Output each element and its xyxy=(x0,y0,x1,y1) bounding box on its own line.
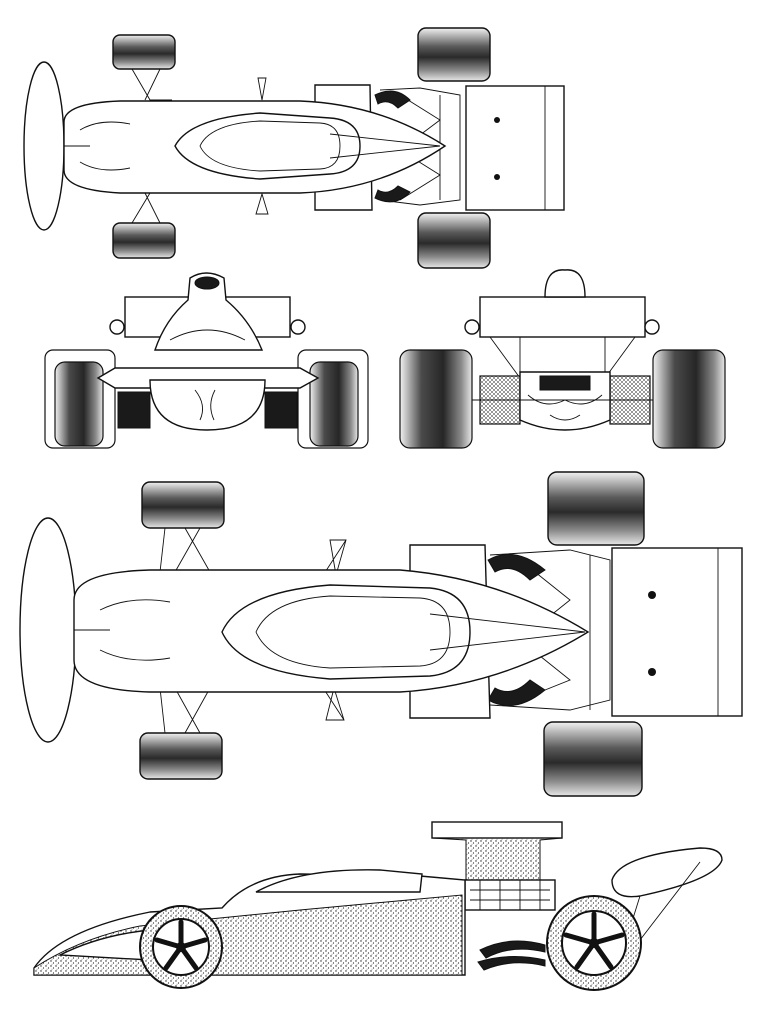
rear-left-tyre xyxy=(547,471,645,546)
mirror-right xyxy=(290,319,306,335)
rear-right-tyre xyxy=(652,349,726,449)
gearbox-top xyxy=(539,375,591,391)
wing-bolt xyxy=(648,668,656,676)
cockpit-opening xyxy=(199,120,341,172)
exhaust-side xyxy=(477,940,546,971)
front-view xyxy=(44,272,369,449)
rear-wing xyxy=(465,85,565,211)
front-right-tyre xyxy=(112,222,176,259)
front-suspension xyxy=(131,68,172,224)
rear-wing xyxy=(611,547,743,717)
engine-cover xyxy=(429,613,586,651)
engine-block xyxy=(464,879,556,911)
airbox-rear xyxy=(544,269,586,298)
rear-right-tyre xyxy=(543,721,643,797)
rear-left-tyre xyxy=(417,27,491,82)
top-view-large xyxy=(19,471,743,797)
cockpit xyxy=(221,584,471,680)
nose-detail xyxy=(64,121,131,171)
front-right-tyre xyxy=(309,361,359,447)
engine-detail xyxy=(470,880,550,910)
nose-detail xyxy=(194,389,216,421)
airbox xyxy=(154,272,264,351)
nose-cone-front xyxy=(149,379,266,431)
front-left-tyre xyxy=(112,34,176,70)
mirrors xyxy=(317,539,347,721)
cockpit xyxy=(174,112,361,180)
rear-view xyxy=(399,269,726,449)
exhaust-pipes xyxy=(487,553,546,707)
nose-detail xyxy=(74,599,171,661)
wing-struts xyxy=(489,336,636,379)
airbox-inlet xyxy=(194,276,220,290)
mirror-left xyxy=(109,319,125,335)
front-wing xyxy=(19,517,77,743)
front-right-tyre xyxy=(139,732,223,780)
front-left-tyre xyxy=(141,481,225,529)
wing-bolt xyxy=(494,117,500,123)
side-view xyxy=(33,821,723,991)
front-left-tyre xyxy=(54,361,104,447)
mirror-right xyxy=(644,319,660,335)
top-view xyxy=(23,27,565,269)
cockpit-side xyxy=(255,869,423,893)
radiator-shadow xyxy=(117,391,298,429)
wing-bolt xyxy=(494,174,500,180)
mirrors xyxy=(255,77,269,215)
windscreen xyxy=(169,329,246,341)
mirror-left xyxy=(464,319,480,335)
rear-wing-side xyxy=(611,847,723,898)
cockpit-opening xyxy=(255,595,451,669)
rear-right-tyre xyxy=(417,212,491,269)
rear-left-tyre xyxy=(399,349,473,449)
wing-bolt xyxy=(648,591,656,599)
rear-wing-rear xyxy=(479,296,646,338)
airbox-top xyxy=(431,821,563,839)
engine-cover xyxy=(329,133,441,159)
exhaust-pipes xyxy=(374,90,411,203)
front-wing xyxy=(23,61,65,231)
